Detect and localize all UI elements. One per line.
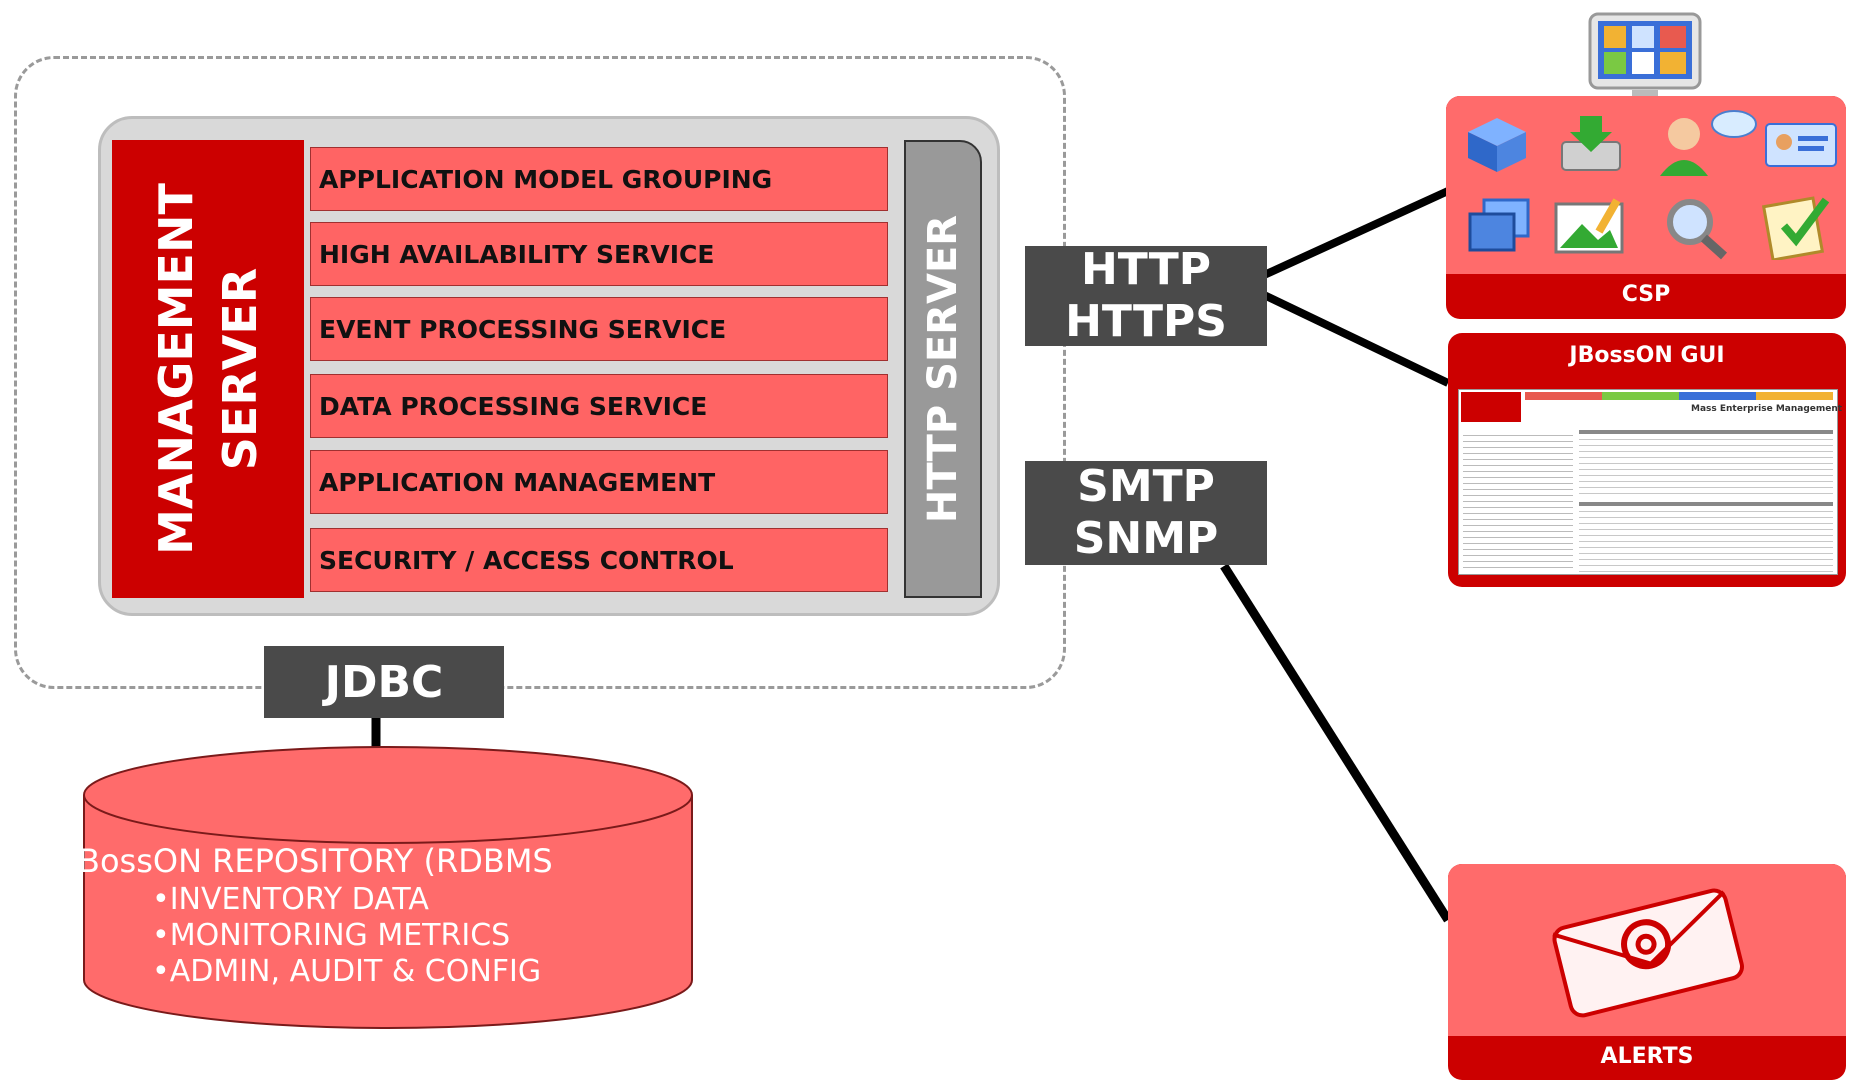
gui-problem-resources (1579, 502, 1833, 574)
user-chat-icon (1654, 108, 1758, 180)
csp-label: CSP (1621, 282, 1671, 307)
service-data-processing: DATA PROCESSING SERVICE (310, 374, 888, 438)
service-high-availability: HIGH AVAILABILITY SERVICE (310, 222, 888, 286)
jdbc-connector: JDBC (264, 646, 504, 718)
repository-item-inventory: •INVENTORY DATA (152, 882, 429, 917)
alerts-icon-area (1448, 864, 1846, 1036)
repository-title: BossON REPOSITORY (RDBMS (78, 842, 553, 880)
id-card-icon (1764, 120, 1838, 170)
repository-item-monitoring: •MONITORING METRICS (152, 918, 511, 953)
snmp-label: SNMP (1073, 513, 1219, 564)
edit-image-icon (1552, 194, 1632, 258)
http-https-connector: HTTP HTTPS (1025, 244, 1267, 347)
alerts-card: ALERTS (1448, 864, 1846, 1080)
gui-tab-strip (1525, 392, 1833, 400)
windows-icon (1464, 196, 1532, 256)
service-security-access-control: SECURITY / ACCESS CONTROL (310, 528, 888, 592)
repository-item-admin: •ADMIN, AUDIT & CONFIG (152, 954, 542, 989)
smtp-snmp-connector: SMTP SNMP (1025, 461, 1267, 565)
gui-screenshot-thumbnail: Mass Enterprise Management (1458, 389, 1842, 575)
gui-left-panel (1463, 430, 1573, 570)
jbosson-gui-label: JBossON GUI (1569, 343, 1725, 368)
cube-icon (1464, 114, 1530, 174)
csp-icons-area (1446, 96, 1846, 274)
checklist-icon (1758, 190, 1834, 260)
download-drive-icon (1558, 112, 1624, 174)
service-application-management: APPLICATION MANAGEMENT (310, 450, 888, 514)
http-server-block: HTTP SERVER (904, 140, 982, 598)
smtp-label: SMTP (1077, 461, 1215, 512)
jbosson-gui-card: JBossON GUI Mass Enterprise Management (1448, 333, 1846, 587)
alerts-label: ALERTS (1600, 1044, 1694, 1069)
management-server-block: MANAGEMENT SERVER (112, 140, 304, 598)
search-icon (1660, 194, 1732, 260)
csp-card: CSP (1446, 96, 1846, 319)
https-label: HTTPS (1065, 296, 1227, 347)
gui-logo (1461, 392, 1521, 422)
gui-banner-title: Mass Enterprise Management (1691, 404, 1843, 414)
email-alert-icon (1532, 884, 1764, 1020)
gui-recent-resources (1579, 430, 1833, 498)
http-label: HTTP (1080, 244, 1212, 295)
service-application-model-grouping: APPLICATION MODEL GROUPING (310, 147, 888, 211)
server-boundary (14, 56, 1066, 689)
monitor-icon (1588, 12, 1702, 112)
service-event-processing: EVENT PROCESSING SERVICE (310, 297, 888, 361)
